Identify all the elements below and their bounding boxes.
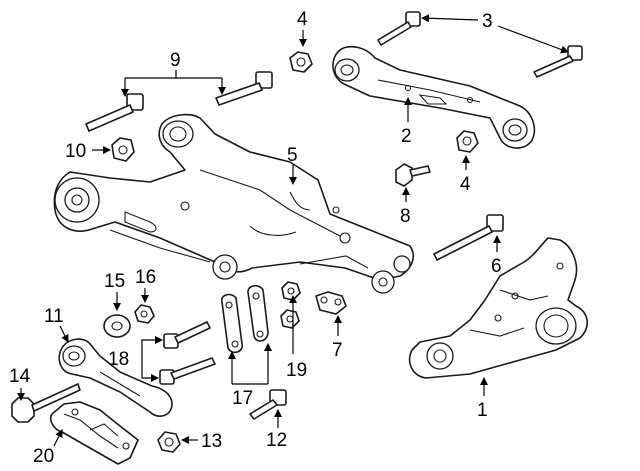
nut-lower (456, 130, 479, 153)
callout-13: 13 (201, 431, 222, 452)
bolt-18-top (163, 321, 211, 349)
callout-6: 6 (491, 256, 502, 277)
callout-11: 11 (44, 306, 64, 327)
callout-12: 12 (266, 430, 287, 451)
lower-link (58, 338, 173, 417)
callout-2: 2 (401, 126, 412, 147)
callout-17: 17 (232, 388, 253, 409)
callout-7: 7 (332, 340, 343, 361)
nut-left (111, 137, 135, 162)
bolt-upper-arm-left (377, 11, 421, 46)
callout-18: 18 (108, 349, 129, 370)
callout-14: 14 (9, 366, 31, 387)
bolt-upper-left (85, 93, 144, 132)
bolt-upper-arm-right (533, 45, 583, 78)
nut-19-bottom (280, 309, 300, 329)
bolt-small (395, 163, 431, 187)
callout-15: 15 (104, 271, 125, 292)
callout-8: 8 (400, 206, 411, 227)
callout-labels: 1 2 3 4 4 5 6 7 8 9 10 11 12 13 14 15 16… (9, 9, 502, 467)
nut-19-top (281, 281, 301, 301)
callout-1: 1 (477, 400, 488, 421)
washer (103, 314, 131, 338)
callout-4-top: 4 (297, 9, 308, 30)
callout-9: 9 (170, 50, 181, 71)
callout-10: 10 (65, 141, 86, 162)
crossmember (53, 113, 415, 294)
callout-5: 5 (287, 145, 298, 166)
bolt-14 (11, 383, 81, 423)
bolt-long-right (433, 214, 504, 261)
plate-right (247, 284, 269, 342)
bolt-12 (249, 389, 287, 420)
nut-16 (134, 304, 155, 324)
bolt-upper-center (215, 71, 273, 106)
upper-control-arm (332, 45, 536, 149)
bolt-18-bottom (159, 357, 216, 385)
callout-4-bottom: 4 (460, 174, 471, 195)
callout-3: 3 (482, 11, 493, 32)
leader-lines (17, 14, 569, 447)
knuckle (408, 237, 588, 379)
bracket-small (315, 291, 347, 315)
bracket-20 (49, 401, 139, 465)
callout-16: 16 (135, 267, 156, 288)
plate-left (221, 293, 243, 354)
nut-upper (289, 51, 313, 73)
nut-13 (157, 431, 181, 453)
callout-20: 20 (33, 446, 54, 467)
callout-19: 19 (286, 360, 307, 381)
